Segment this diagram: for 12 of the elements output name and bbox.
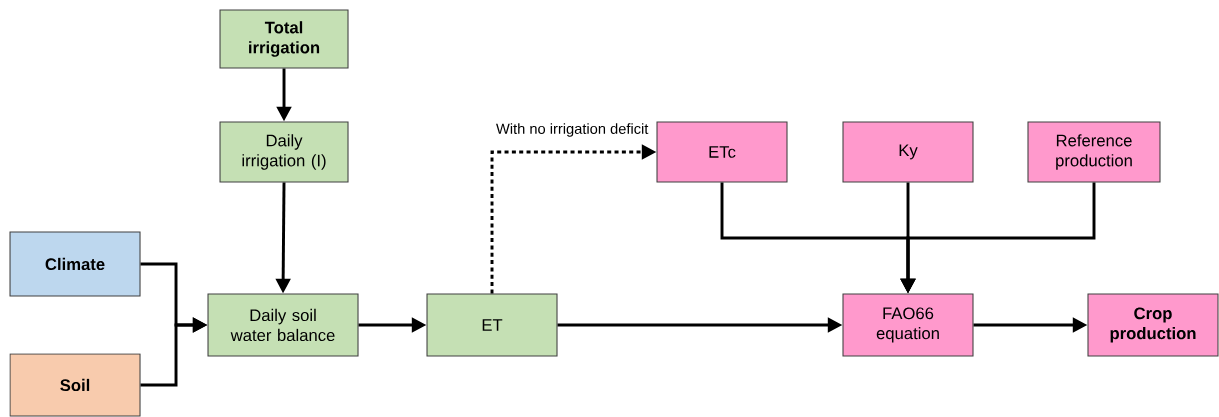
process-box: FAO66 equation: [842, 293, 974, 357]
process-box: Daily soil water balance: [207, 293, 359, 357]
process-box: Ky: [842, 121, 974, 183]
process-box: Crop production: [1087, 293, 1219, 357]
process-box: ETc: [656, 121, 788, 183]
process-box: Reference production: [1027, 121, 1161, 183]
process-box: Climate: [9, 231, 141, 297]
process-box: Soil: [9, 353, 141, 417]
process-box: Daily irrigation (I): [219, 121, 349, 183]
edge-label: With no irrigation deficit: [494, 121, 650, 139]
process-box: Total irrigation: [219, 9, 349, 69]
process-box: ET: [426, 293, 558, 357]
